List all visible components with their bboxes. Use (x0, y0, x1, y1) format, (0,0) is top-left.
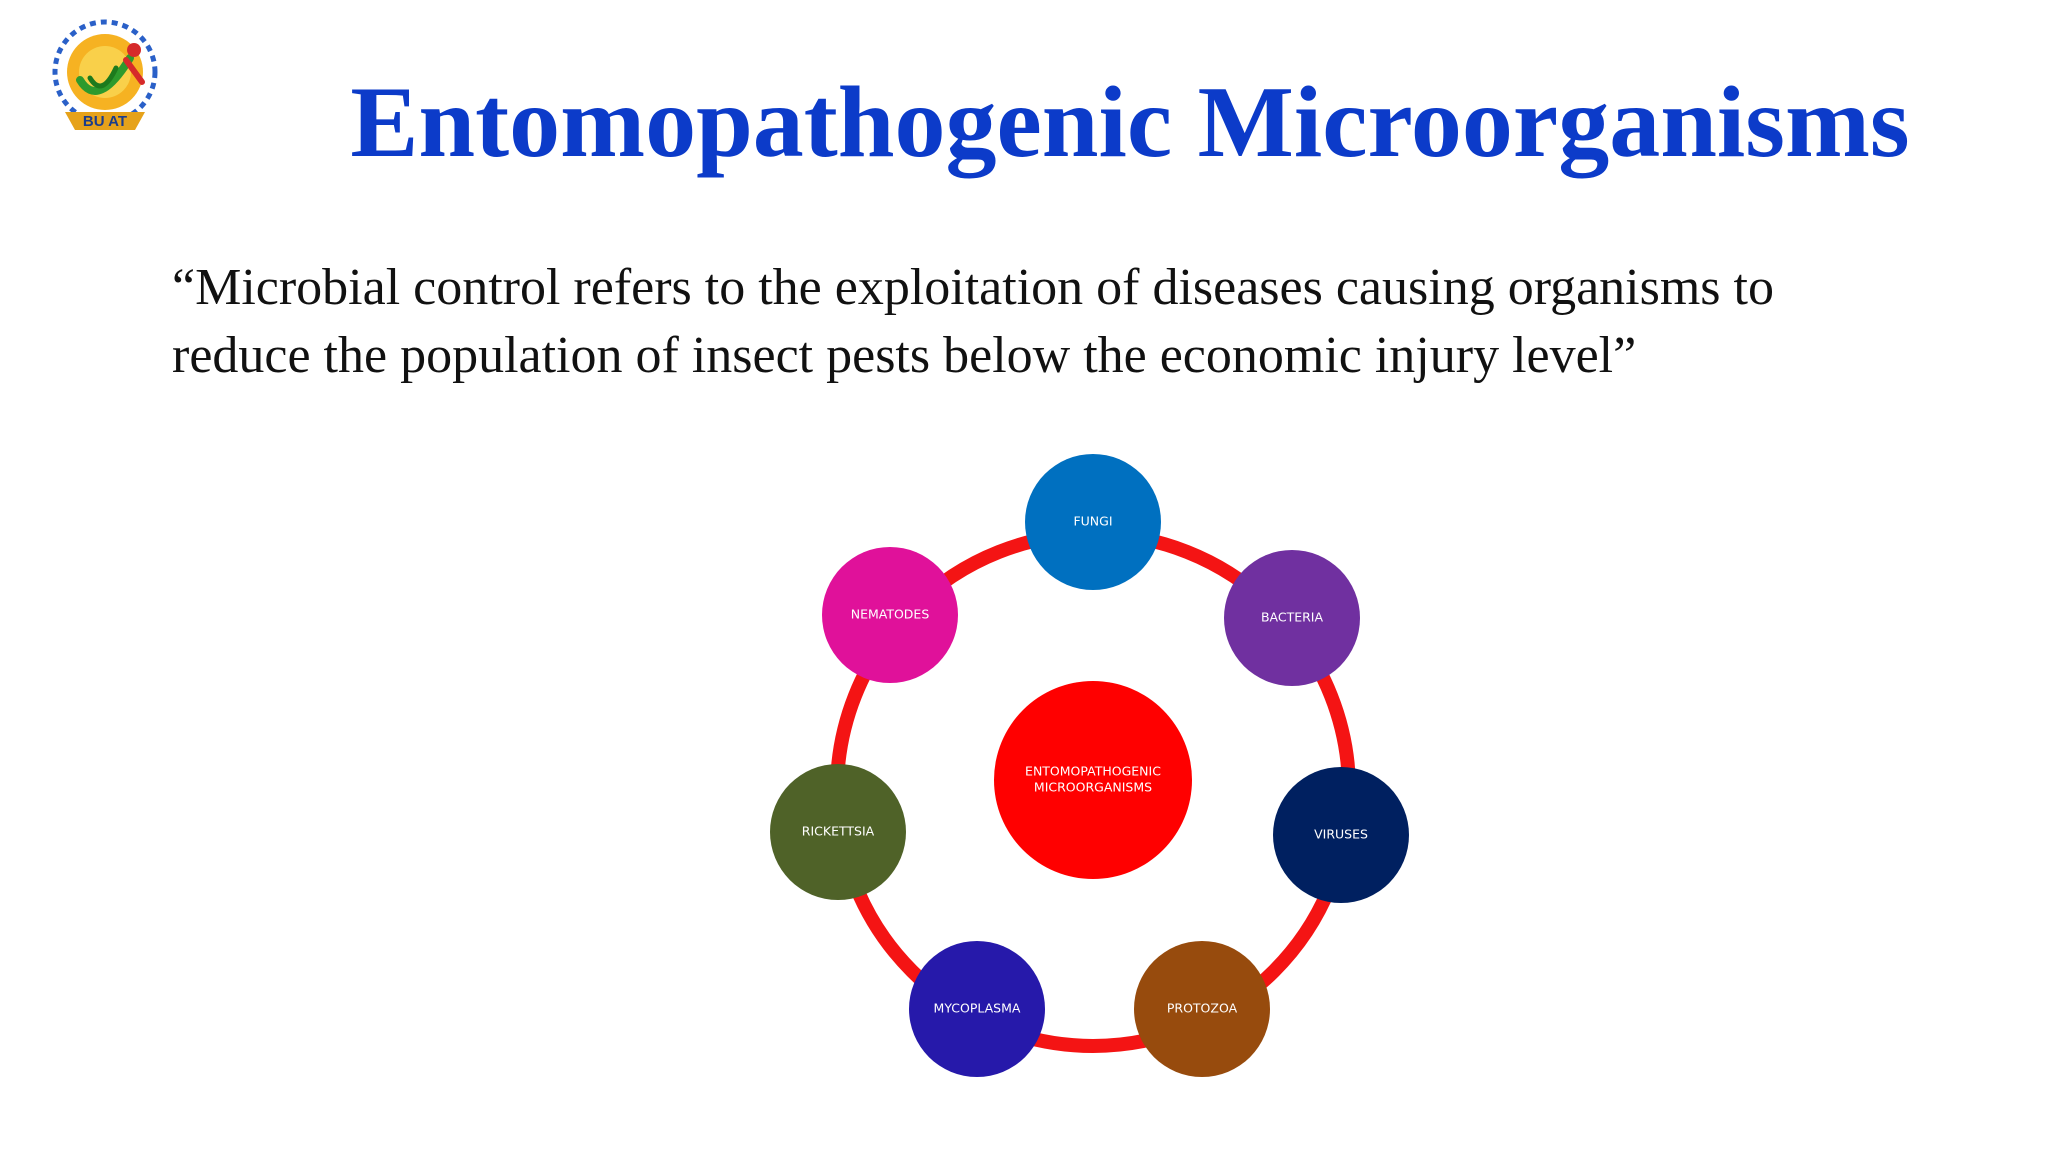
node-bacteria (1224, 550, 1360, 686)
university-logo: BU AT (52, 19, 158, 130)
center-node: ENTOMOPATHOGENIC MICROORGANISMS (994, 681, 1192, 879)
logo-text: BU AT (83, 113, 127, 130)
quote-line-2: reduce the population of insect pests be… (172, 327, 1637, 384)
node-viruses (1273, 767, 1409, 903)
center-label-line-1: ENTOMOPATHOGENIC (1025, 764, 1161, 779)
center-label-line-2: MICROORGANISMS (1034, 780, 1152, 795)
node-label-fungi: FUNGI (1073, 514, 1112, 529)
node-label-nematodes: NEMATODES (851, 607, 930, 622)
university-emblem-icon (52, 19, 158, 130)
node-label-protozoa: PROTOZOA (1167, 1001, 1238, 1016)
center-circle (994, 681, 1192, 879)
node-label-bacteria: BACTERIA (1261, 610, 1324, 625)
outer-nodes: FUNGI BACTERIA VIRUSES PROTOZOA MYCOPLASMA RI… (770, 454, 1409, 1077)
node-label-mycoplasma: MYCOPLASMA (934, 1001, 1021, 1016)
quote-line-1: “Microbial control refers to the exploit… (172, 259, 1774, 316)
page-title: Entomopathogenic Microorganisms (350, 66, 1910, 179)
node-nematodes (822, 547, 958, 683)
node-rickettsia (770, 764, 906, 900)
node-fungi (1025, 454, 1161, 590)
node-mycoplasma (909, 941, 1045, 1077)
node-label-viruses: VIRUSES (1314, 827, 1368, 842)
node-protozoa (1134, 941, 1270, 1077)
definition-quote: “Microbial control refers to the exploit… (172, 254, 1972, 390)
node-label-rickettsia: RICKETTSIA (802, 824, 875, 839)
